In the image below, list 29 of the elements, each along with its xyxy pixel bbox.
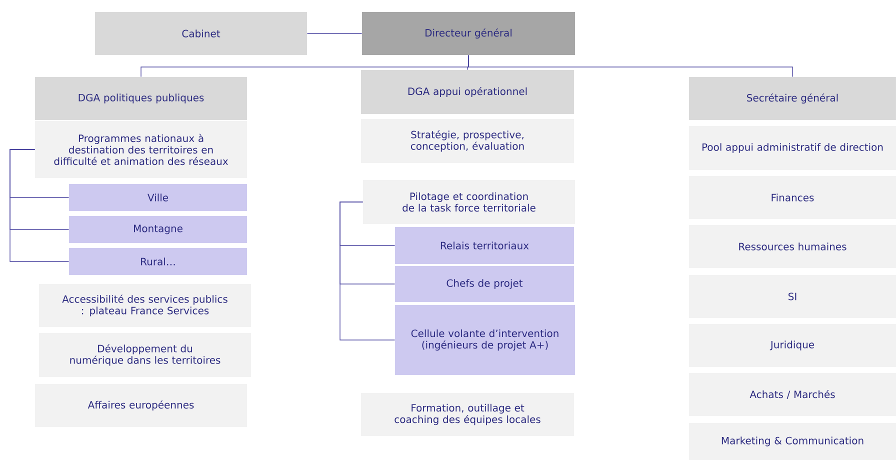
box: Pool appui administratif de direction xyxy=(689,126,896,170)
box: Développement du numérique dans les territoires xyxy=(39,333,251,377)
box: Programmes nationaux à destination des territoires en difficulté et animation des réseaux xyxy=(35,121,247,178)
connector-line xyxy=(10,149,70,262)
box: Cellule volante d’intervention (ingénieurs de projet A+) xyxy=(395,305,575,375)
box: Ville xyxy=(69,184,247,211)
box: Directeur général xyxy=(362,12,575,55)
box: Finances xyxy=(689,176,896,219)
connector-line xyxy=(340,202,396,340)
box: Juridique xyxy=(689,324,896,367)
box: Achats / Marchés xyxy=(689,373,896,416)
box: Formation, outillage et coaching des équipes locales xyxy=(361,393,574,436)
box: Secrétaire général xyxy=(689,77,896,120)
box: Pilotage et coordination de la task force territoriale xyxy=(363,180,575,224)
box: Ressources humaines xyxy=(689,225,896,268)
box: DGA appui opérationnel xyxy=(361,70,574,114)
box: Accessibilité des services publics : plateau France Services xyxy=(39,284,251,327)
box: DGA politiques publiques xyxy=(35,77,247,120)
box: Chefs de projet xyxy=(395,266,574,302)
box: Cabinet xyxy=(95,12,307,55)
box: Stratégie, prospective, conception, évaluation xyxy=(361,119,574,163)
connector-line xyxy=(468,54,793,78)
box: Marketing & Communication xyxy=(689,423,896,460)
connector-line xyxy=(306,33,362,34)
box: SI xyxy=(689,275,896,318)
box: Montagne xyxy=(69,216,247,243)
box: Affaires européennes xyxy=(35,384,247,427)
box: Rural… xyxy=(69,248,247,275)
box: Relais territoriaux xyxy=(395,227,574,264)
